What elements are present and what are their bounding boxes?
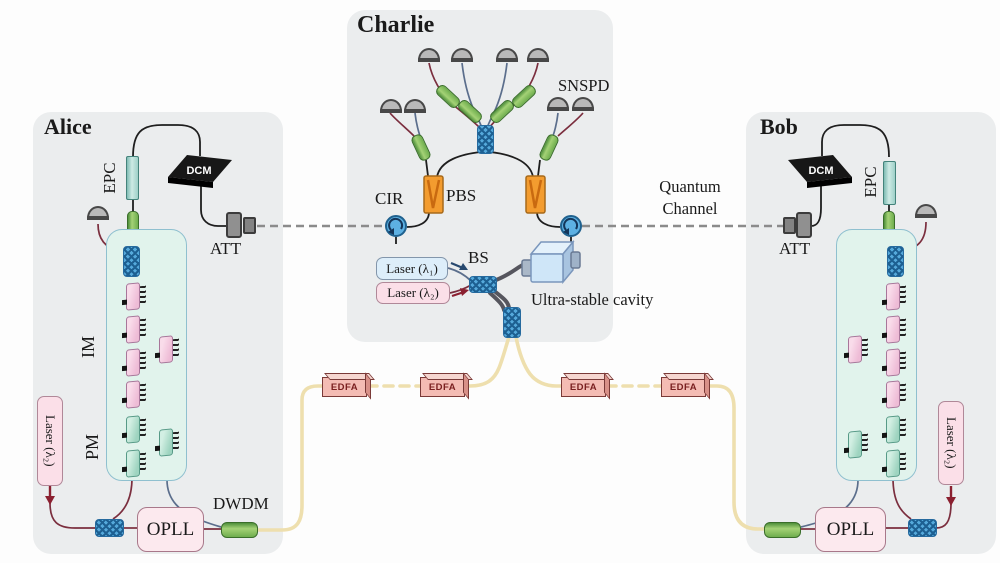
opll-box: OPLL bbox=[137, 507, 204, 552]
pm-modulator bbox=[126, 449, 140, 478]
detector-dome bbox=[527, 48, 549, 62]
quantum-channel-label: Quantum Channel bbox=[645, 176, 735, 221]
pm-modulator bbox=[159, 428, 173, 457]
att-label: ATT bbox=[210, 239, 242, 258]
svg-text:DCM: DCM bbox=[808, 165, 833, 177]
detector-dome bbox=[451, 48, 473, 62]
alice-title: Alice bbox=[44, 114, 92, 139]
epc-label: EPC bbox=[861, 166, 880, 198]
pm-modulator bbox=[126, 415, 140, 444]
im-modulator bbox=[126, 348, 140, 377]
im-modulator bbox=[126, 380, 140, 409]
circulator-icon bbox=[560, 215, 582, 237]
quantum-channel-line1: Quantum bbox=[659, 177, 721, 196]
pm-modulator bbox=[848, 430, 862, 459]
im-modulator bbox=[126, 282, 140, 311]
laser-lambda2-box: Laser (λ₂) bbox=[376, 282, 450, 304]
edfa-box: EDFA bbox=[661, 377, 706, 397]
laser-down-arrow-bob bbox=[946, 486, 956, 506]
cavity-label: Ultra-stable cavity bbox=[531, 290, 654, 309]
im-modulator bbox=[886, 380, 900, 409]
snspd-label: SNSPD bbox=[558, 76, 610, 95]
detector-dome bbox=[572, 97, 594, 111]
detector-dome bbox=[380, 99, 402, 113]
bs-coupler bbox=[469, 276, 497, 293]
im-label: IM bbox=[77, 336, 98, 358]
dcm-icon: DCM bbox=[168, 155, 232, 188]
im-modulator bbox=[159, 335, 173, 364]
dcm-icon: DCM bbox=[788, 155, 852, 188]
service-fiber bbox=[255, 335, 768, 532]
pm-modulator bbox=[886, 415, 900, 444]
im-modulator bbox=[848, 335, 862, 364]
detector-dome bbox=[404, 99, 426, 113]
edfa-box: EDFA bbox=[561, 377, 606, 397]
im-modulator bbox=[126, 315, 140, 344]
charlie-title: Charlie bbox=[357, 12, 435, 38]
laser1-arrow bbox=[450, 261, 468, 270]
laser2-arrow bbox=[451, 288, 469, 298]
fiber-coupler bbox=[887, 246, 904, 277]
laser-lambda1-box: Laser (λ₁) bbox=[376, 257, 448, 280]
im-modulator bbox=[886, 315, 900, 344]
epc-component bbox=[883, 161, 896, 205]
bob-title: Bob bbox=[760, 114, 798, 139]
ultra-stable-cavity-icon bbox=[521, 239, 581, 285]
im-modulator bbox=[886, 282, 900, 311]
dwdm-label: DWDM bbox=[213, 494, 269, 513]
quantum-channel-line2: Channel bbox=[662, 199, 718, 219]
dwdm-filter bbox=[764, 522, 801, 538]
svg-text:DCM: DCM bbox=[186, 165, 211, 177]
att-icon bbox=[226, 212, 242, 238]
opll-box: OPLL bbox=[815, 507, 886, 552]
pbs-icon bbox=[423, 175, 546, 214]
pbs-label: PBS bbox=[446, 186, 477, 205]
edfa-box: EDFA bbox=[420, 377, 465, 397]
att-icon bbox=[243, 217, 256, 234]
epc-component bbox=[126, 156, 139, 200]
pm-modulator bbox=[886, 449, 900, 478]
pm-label: PM bbox=[81, 434, 102, 461]
detector-dome bbox=[418, 48, 440, 62]
fiber-coupler bbox=[908, 519, 937, 537]
dwdm-filter bbox=[221, 522, 258, 538]
cir-label: CIR bbox=[375, 189, 404, 208]
detector-dome bbox=[547, 97, 569, 111]
edfa-box: EDFA bbox=[322, 377, 367, 397]
bs-label: BS bbox=[468, 248, 489, 267]
fiber-coupler bbox=[477, 125, 494, 154]
im-modulator bbox=[886, 348, 900, 377]
att-icon bbox=[796, 212, 812, 238]
fiber-coupler bbox=[123, 246, 140, 277]
circulator-icon bbox=[385, 215, 407, 237]
fiber-coupler bbox=[503, 307, 521, 338]
laser-lambda2-box: Laser (λ₂) bbox=[37, 396, 63, 486]
detector-dome bbox=[496, 48, 518, 62]
laser-down-arrow-alice bbox=[45, 485, 55, 505]
att-label: ATT bbox=[779, 239, 811, 258]
att-icon bbox=[783, 217, 796, 234]
fiber-coupler bbox=[95, 519, 124, 537]
detector-dome bbox=[915, 204, 937, 218]
detector-dome bbox=[87, 206, 109, 220]
laser-lambda2-box: Laser (λ₂) bbox=[938, 401, 964, 485]
epc-label: EPC bbox=[100, 162, 119, 194]
